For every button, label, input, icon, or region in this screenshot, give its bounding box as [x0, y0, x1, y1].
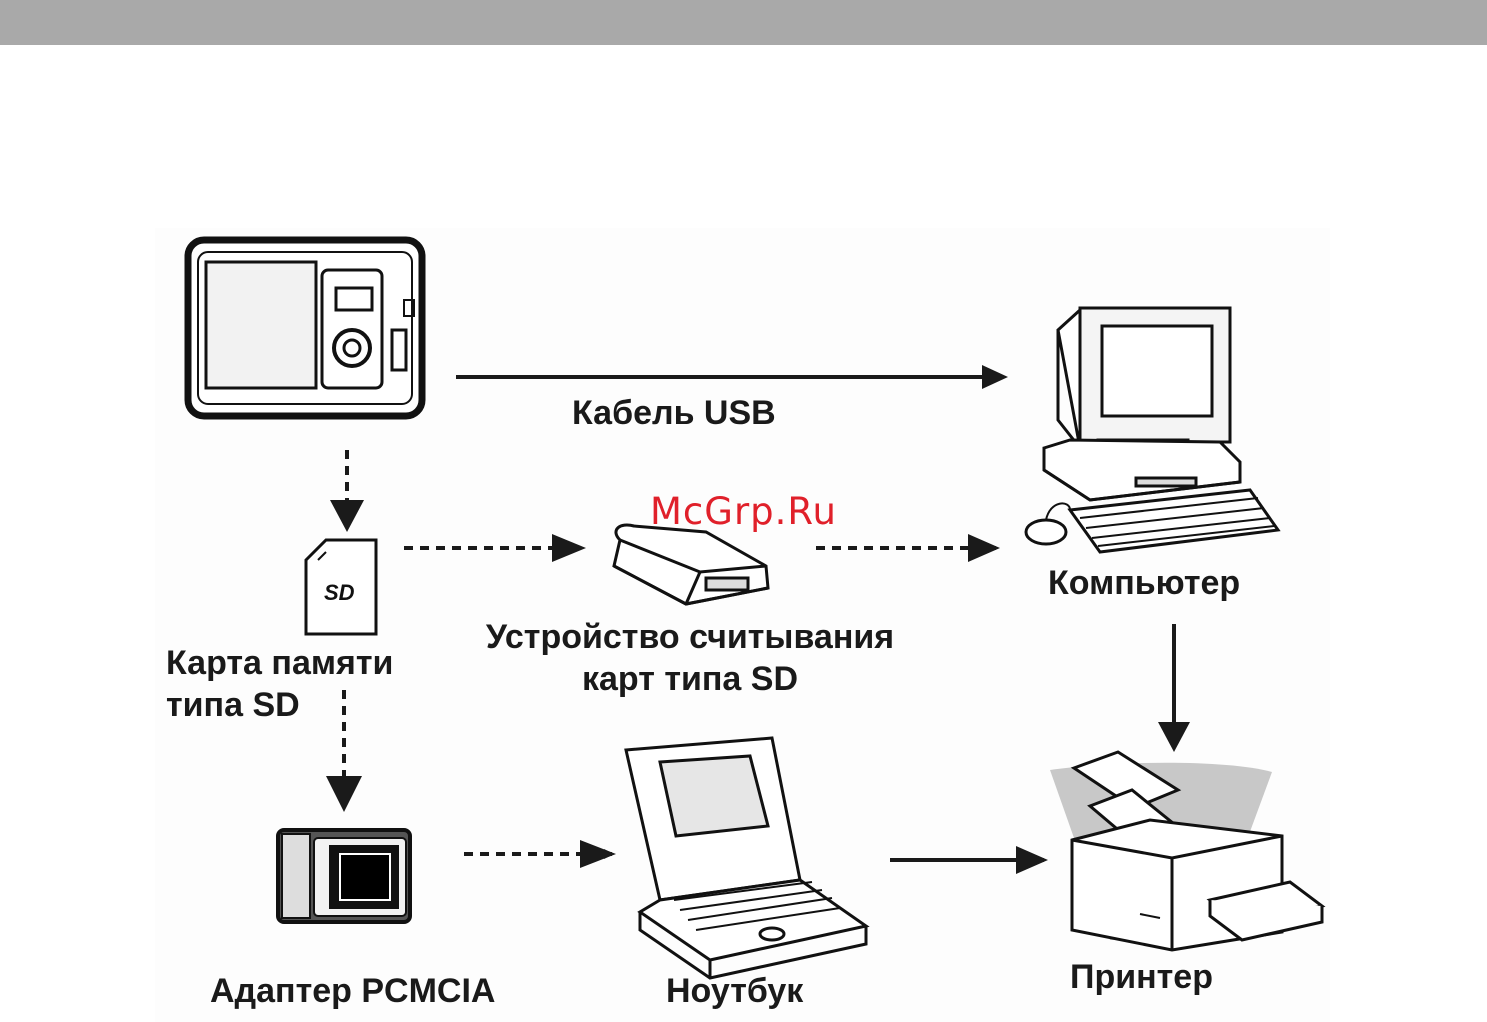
- pcmcia-adapter-icon: [278, 830, 410, 922]
- notebook-label: Ноутбук: [666, 970, 803, 1012]
- watermark: McGrp.Ru: [650, 490, 837, 533]
- sd-card-label-line1: Карта памяти: [166, 642, 393, 684]
- card-reader-label-line2: карт типа SD: [440, 658, 940, 700]
- sd-card-label-line2: типа SD: [166, 684, 300, 726]
- computer-label: Компьютер: [1048, 562, 1240, 604]
- camera-icon: [188, 240, 422, 416]
- sd-card-icon: SD: [306, 540, 376, 634]
- sd-logo: SD: [324, 580, 355, 605]
- usb-cable-label: Кабель USB: [572, 392, 776, 434]
- printer-label: Принтер: [1070, 956, 1213, 998]
- pcmcia-adapter-label: Адаптер PCMCIA: [210, 970, 495, 1012]
- card-reader-label-line1: Устройство считывания: [440, 616, 940, 658]
